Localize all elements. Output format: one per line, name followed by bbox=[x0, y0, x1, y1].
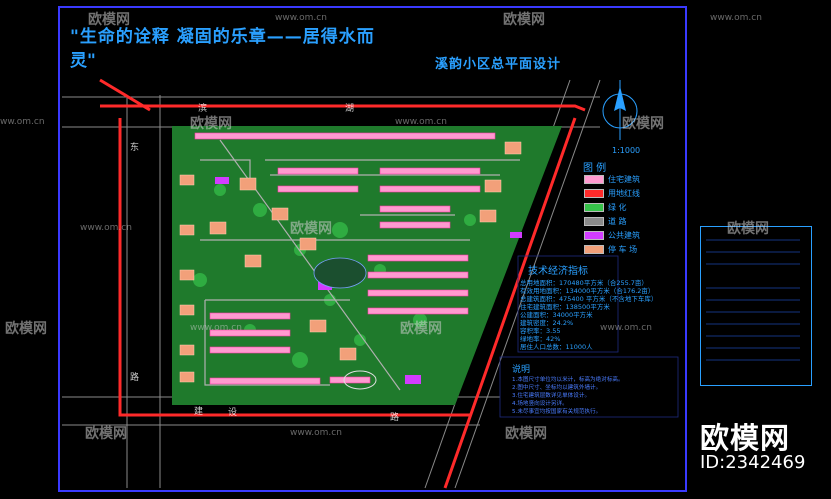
watermark-text: 欧模网 bbox=[290, 221, 332, 237]
right-notes-lines bbox=[706, 239, 800, 361]
legend-swatch bbox=[584, 175, 604, 184]
legend-swatch bbox=[584, 217, 604, 226]
watermark-text: 欧模网 bbox=[85, 426, 127, 442]
drawing-frame bbox=[58, 6, 687, 492]
legend-swatch bbox=[584, 231, 604, 240]
legend-swatch bbox=[584, 189, 604, 198]
tech-index-line: 公建面积：34000平方米 bbox=[520, 311, 593, 319]
drawing-subtitle: 溪韵小区总平面设计 bbox=[435, 57, 562, 72]
tech-index-line: 居住人口总数：11000人 bbox=[520, 343, 593, 351]
legend-label: 绿 化 bbox=[608, 203, 627, 212]
tech-index-line: 住宅建筑面积：138500平方米 bbox=[520, 303, 610, 311]
right-notes-box bbox=[700, 226, 812, 386]
watermark-url: www.om.cn bbox=[80, 223, 132, 233]
public-facilities bbox=[215, 177, 522, 384]
tech-index-line: 有效用地面积：134000平方米（合176.2亩） bbox=[520, 287, 655, 295]
watermark-text: 欧模网 bbox=[505, 426, 547, 442]
legend-label: 用地红线 bbox=[608, 189, 640, 198]
drawing-title-line1: "生命的诠释 凝固的乐章——居得水而 bbox=[70, 27, 375, 47]
watermark-text: 欧模网 bbox=[503, 12, 545, 28]
plaza-circle bbox=[343, 370, 377, 390]
tech-index-line: 总用地面积：170480平方米（合255.7亩） bbox=[520, 279, 648, 287]
legend-heading: 图 例 bbox=[583, 163, 607, 174]
road-label-north-2: 湖 bbox=[345, 104, 355, 114]
tech-index-line: 总建筑面积：475400 平方米（不含地下车库） bbox=[520, 295, 658, 303]
watermark-text: 欧模网 bbox=[622, 116, 664, 132]
road-label-south: 建 bbox=[194, 407, 204, 417]
road-label-south-3: 路 bbox=[390, 413, 400, 423]
legend-label: 停 车 场 bbox=[608, 245, 638, 254]
watermark-text: 欧模网 bbox=[88, 12, 130, 28]
watermark-text: 欧模网 bbox=[400, 321, 442, 337]
watermark-url: www.om.cn bbox=[395, 117, 447, 127]
road-label-west-2: 路 bbox=[130, 373, 140, 383]
drawing-title-line2: 灵" bbox=[70, 51, 96, 71]
watermark-text: 欧模网 bbox=[190, 116, 232, 132]
legend-label: 公共建筑 bbox=[608, 231, 640, 240]
watermark-text: 欧模网 bbox=[727, 221, 769, 237]
road-label-north: 滨 bbox=[198, 104, 208, 114]
central-lake bbox=[313, 257, 367, 289]
tech-index-line: 绿地率：42% bbox=[520, 335, 561, 343]
watermark-url: www.om.cn bbox=[710, 13, 762, 23]
watermark-url: www.om.cn bbox=[275, 13, 327, 23]
watermark-url: ww.om.cn bbox=[0, 117, 45, 127]
scale-label: 1:1000 bbox=[612, 146, 641, 155]
watermark-url: www.om.cn bbox=[600, 323, 652, 333]
notes-title: 说明 bbox=[512, 365, 531, 375]
road-label-south-2: 设 bbox=[228, 408, 238, 418]
notes-frame bbox=[499, 356, 679, 418]
watermark-url: www.om.cn bbox=[290, 428, 342, 438]
note-line: 2.图中尺寸、坐标均以建筑外墙计。 bbox=[512, 385, 602, 391]
row-houses bbox=[194, 132, 496, 385]
brand-logo-text: 欧模网 bbox=[700, 421, 791, 455]
brand-id: ID:2342469 bbox=[700, 452, 806, 473]
note-line: 4.场地竖向设计另详。 bbox=[512, 401, 568, 407]
legend-swatch bbox=[584, 203, 604, 212]
watermark-text: 欧模网 bbox=[5, 321, 47, 337]
legend-label: 住宅建筑 bbox=[608, 175, 640, 184]
note-line: 1.本图尺寸单位均以米计，标高为绝对标高。 bbox=[512, 377, 624, 383]
watermark-url: www.om.cn bbox=[190, 323, 242, 333]
red-line-boundary bbox=[99, 78, 586, 489]
road-label-west: 东 bbox=[130, 143, 140, 153]
north-arrow-icon bbox=[602, 80, 638, 140]
note-line: 5.未尽事宜均按国家有关规范执行。 bbox=[512, 409, 602, 415]
tower-blocks bbox=[179, 141, 522, 383]
legend-label: 道 路 bbox=[608, 217, 627, 226]
legend-swatch bbox=[584, 245, 604, 254]
tech-index-line: 容积率：3.55 bbox=[520, 327, 561, 335]
tech-index-title: 技术经济指标 bbox=[528, 266, 588, 277]
site-greenery bbox=[172, 126, 562, 405]
tech-index-frame bbox=[517, 255, 619, 353]
note-line: 3.住宅建筑层数详见单体设计。 bbox=[512, 393, 591, 399]
tech-index-line: 建筑密度：24.2% bbox=[520, 319, 574, 327]
